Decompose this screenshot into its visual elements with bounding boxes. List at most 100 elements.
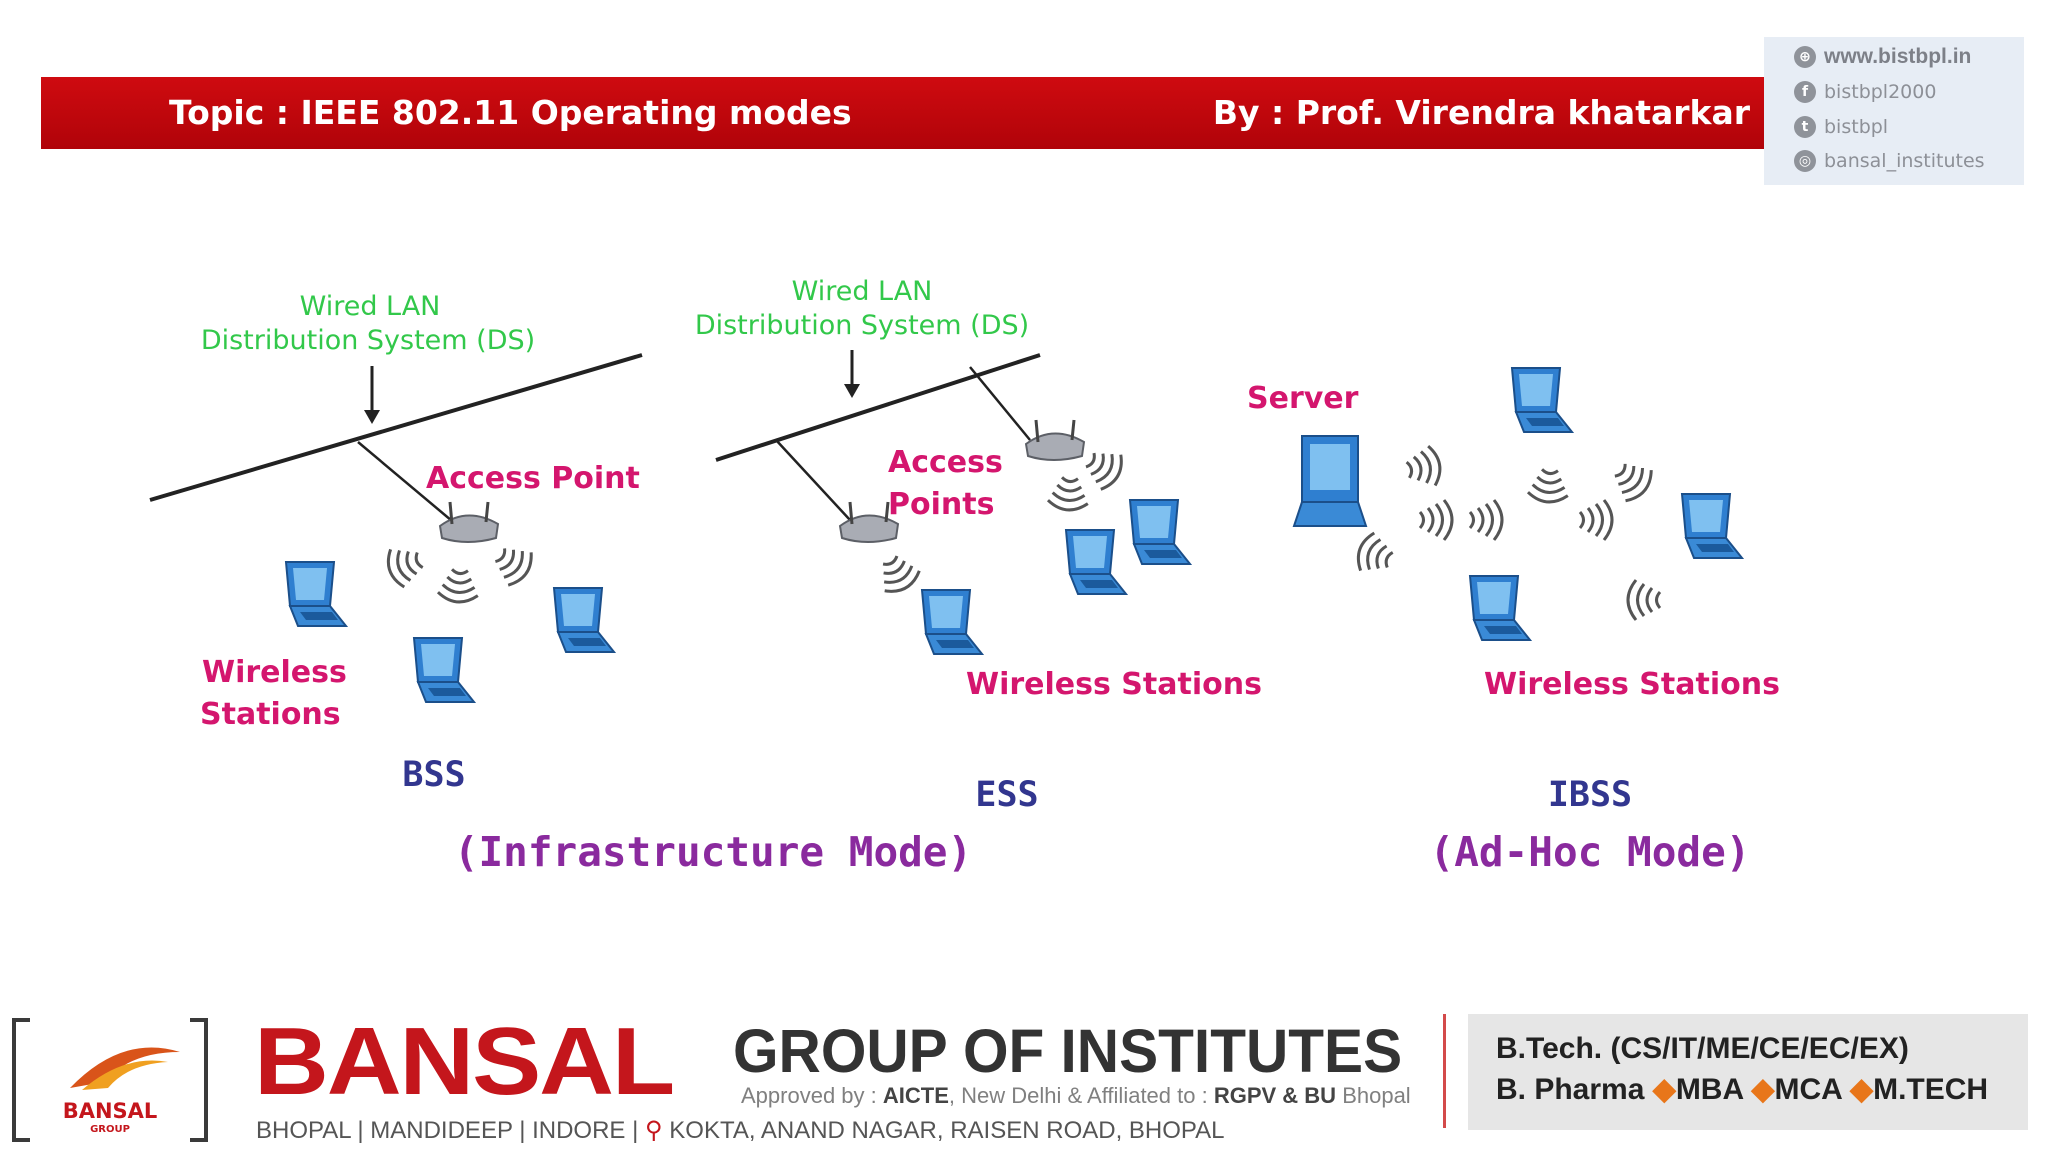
- laptop-icon: [921, 589, 983, 655]
- logo-right-bracket: [190, 1018, 208, 1142]
- globe-icon: ⊕: [1794, 46, 1816, 68]
- wireless-signal-icon: [1403, 443, 1445, 492]
- adhoc-mode-label: (Ad-Hoc Mode): [1430, 828, 1751, 876]
- diamond-icon: ◆: [1751, 1073, 1775, 1106]
- wireless-signal-icon: [1351, 528, 1399, 581]
- bss-ds-line: [149, 353, 643, 502]
- ess-ds-line: [715, 353, 1041, 462]
- logo-left-bracket: [12, 1018, 30, 1142]
- approved-suffix: Bhopal: [1336, 1083, 1411, 1108]
- footer-divider: [1443, 1014, 1446, 1128]
- twitter-icon: t: [1794, 116, 1816, 138]
- wireless-signal-icon: [1078, 441, 1130, 495]
- facebook-icon: f: [1794, 81, 1816, 103]
- ess-group: Wired LAN Distribution System (DS) Acces…: [695, 276, 1262, 815]
- ess-wireless-label: Wireless Stations: [966, 667, 1262, 702]
- footer-approved-line: Approved by : AICTE, New Delhi & Affilia…: [741, 1083, 1411, 1109]
- courses-btech: B.Tech. (CS/IT/ME/CE/EC/EX): [1496, 1032, 1909, 1065]
- website-link[interactable]: ⊕ www.bistbpl.in: [1794, 42, 1971, 72]
- ess-label: ESS: [975, 775, 1038, 815]
- laptop-icon: [1511, 367, 1573, 433]
- course-mtech: M.TECH: [1873, 1073, 1989, 1106]
- header-banner: Topic : IEEE 802.11 Operating modes By :…: [41, 77, 1764, 149]
- ess-arrowhead: [844, 384, 860, 398]
- facebook-link[interactable]: f bistbpl2000: [1794, 77, 1936, 107]
- operating-modes-diagram: Wired LAN Distribution System (DS) Acces…: [149, 276, 1780, 876]
- ibss-label: IBSS: [1548, 775, 1632, 815]
- ess-ap1-link: [775, 439, 851, 521]
- bss-access-point-label: Access Point: [426, 461, 640, 496]
- wireless-signal-icon: [1525, 466, 1572, 506]
- logo-emblem: BANSAL GROUP: [63, 1047, 180, 1135]
- laptop-icon: [1469, 575, 1531, 641]
- wireless-signal-icon: [487, 537, 540, 592]
- bss-stations-label: Stations: [200, 697, 341, 732]
- footer-address-line: BHOPAL | MANDIDEEP | INDORE | ⚲ KOKTA, A…: [256, 1116, 1225, 1145]
- diamond-icon: ◆: [1850, 1073, 1874, 1106]
- bansal-logo: BANSAL GROUP: [12, 1018, 208, 1142]
- footer-group-name: GROUP OF INSTITUTES: [733, 1017, 1403, 1085]
- wireless-signal-icon: [1418, 498, 1454, 542]
- footer-brand: BANSAL: [254, 1008, 675, 1115]
- wireless-signal-icon: [1578, 498, 1614, 542]
- wireless-signal-icon: [381, 539, 429, 592]
- ess-wired-lan-label: Wired LAN: [792, 276, 933, 307]
- server-icon: [1293, 435, 1367, 527]
- ess-access-label: Access: [888, 445, 1003, 480]
- bss-arrowhead: [364, 410, 380, 424]
- instagram-text: bansal_institutes: [1824, 150, 1985, 172]
- bss-ds-label: Distribution System (DS): [201, 325, 535, 356]
- bss-label: BSS: [402, 755, 465, 795]
- approved-aicte: AICTE: [882, 1083, 949, 1108]
- laptop-icon: [1065, 529, 1127, 595]
- wireless-signal-icon: [435, 566, 482, 606]
- footer-courses-box: B.Tech. (CS/IT/ME/CE/EC/EX) B. Pharma ◆M…: [1468, 1014, 2028, 1130]
- courses-other: B. Pharma ◆MBA ◆MCA ◆M.TECH: [1496, 1072, 1988, 1107]
- ibss-group: Server Wireless Stations IBSS: [1247, 367, 1780, 815]
- ibss-server-label: Server: [1247, 381, 1359, 416]
- logo-text: BANSAL: [63, 1099, 158, 1123]
- footer-locations: BHOPAL | MANDIDEEP | INDORE |: [256, 1117, 639, 1144]
- ess-ds-label: Distribution System (DS): [695, 310, 1029, 341]
- instagram-icon: ◎: [1794, 150, 1816, 172]
- diamond-icon: ◆: [1652, 1073, 1676, 1106]
- logo-wing-icon: [82, 1060, 168, 1090]
- laptop-icon: [1681, 493, 1743, 559]
- wireless-signal-icon: [1045, 474, 1092, 514]
- logo-wing-icon: [70, 1047, 180, 1088]
- laptop-icon: [413, 637, 475, 703]
- approved-mid: , New Delhi & Affiliated to :: [948, 1083, 1214, 1108]
- ess-ap2-link: [969, 366, 1031, 441]
- ibss-wireless-label: Wireless Stations: [1484, 667, 1780, 702]
- laptop-icon: [285, 561, 347, 627]
- course-mca: MCA: [1774, 1073, 1842, 1106]
- access-point-icon: [438, 500, 500, 544]
- wireless-signal-icon: [1605, 453, 1659, 508]
- bss-wireless-label: Wireless: [202, 655, 347, 690]
- laptop-icon: [1129, 499, 1191, 565]
- laptop-icon: [553, 587, 615, 653]
- twitter-text: bistbpl: [1824, 116, 1889, 138]
- access-point-icon: [1024, 418, 1086, 462]
- bss-ap-link: [357, 441, 459, 527]
- infrastructure-mode-label: (Infrastructure Mode): [454, 828, 972, 876]
- website-text: www.bistbpl.in: [1824, 45, 1972, 68]
- bss-group: Wired LAN Distribution System (DS) Acces…: [149, 291, 643, 795]
- location-pin-icon: ⚲: [645, 1117, 663, 1144]
- wireless-signal-icon: [871, 548, 925, 600]
- approved-prefix: Approved by :: [741, 1083, 883, 1108]
- wireless-signal-icon: [1626, 578, 1662, 622]
- topic-title: Topic : IEEE 802.11 Operating modes: [169, 93, 852, 132]
- ess-points-label: Points: [888, 487, 994, 522]
- course-b-pharma: B. Pharma: [1496, 1073, 1645, 1106]
- approved-rgpv: RGPV & BU: [1213, 1083, 1337, 1108]
- course-mba: MBA: [1675, 1073, 1744, 1106]
- bss-wired-lan-label: Wired LAN: [300, 291, 441, 322]
- wireless-signal-icon: [1468, 498, 1504, 542]
- footer-address: KOKTA, ANAND NAGAR, RAISEN ROAD, BHOPAL: [669, 1117, 1225, 1144]
- twitter-link[interactable]: t bistbpl: [1794, 112, 1888, 142]
- logo-subtext: GROUP: [90, 1124, 130, 1135]
- instagram-link[interactable]: ◎ bansal_institutes: [1794, 146, 1985, 176]
- facebook-text: bistbpl2000: [1824, 81, 1937, 103]
- author-name: By : Prof. Virendra khatarkar: [1212, 93, 1750, 132]
